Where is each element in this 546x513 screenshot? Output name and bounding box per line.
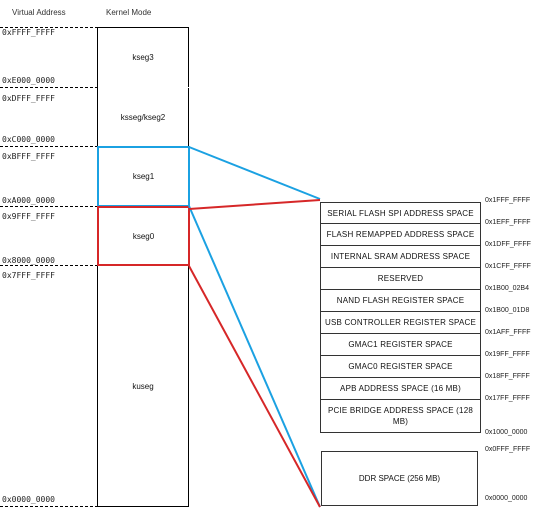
virtual-address-header: Virtual Address xyxy=(12,8,66,17)
paddr-label: 0x18FF_FFFF xyxy=(485,373,530,380)
paddr-label: 0x1EFF_FFFF xyxy=(485,219,531,226)
vaddr-label: 0x0000_0000 xyxy=(2,495,55,504)
vaddr-label: 0xC000_0000 xyxy=(2,135,55,144)
boundary-dashed-line xyxy=(0,27,98,28)
boundary-dashed-line xyxy=(0,87,98,88)
vaddr-label: 0xBFFF_FFFF xyxy=(2,152,55,161)
segment-kseg0: kseg0 xyxy=(97,206,190,266)
vaddr-label: 0xE000_0000 xyxy=(2,76,55,85)
boundary-dashed-line xyxy=(0,265,98,266)
paddr-label: 0x17FF_FFFF xyxy=(485,395,530,402)
pmem-flash-remapped: FLASH REMAPPED ADDRESS SPACE xyxy=(320,224,481,246)
pmem-apb-address-space: APB ADDRESS SPACE (16 MB) xyxy=(320,378,481,400)
segment-column-top xyxy=(97,27,189,28)
kseg0-map-top-line xyxy=(188,199,321,210)
paddr-label: 0x19FF_FFFF xyxy=(485,351,530,358)
pmem-serial-flash-spi: SERIAL FLASH SPI ADDRESS SPACE xyxy=(320,202,481,224)
pmem-pcie-bridge-address-space: PCIE BRIDGE ADDRESS SPACE (128 MB) xyxy=(320,400,481,433)
kseg1-map-top-line xyxy=(188,146,321,200)
paddr-label: 0x1B00_02B4 xyxy=(485,285,529,292)
paddr-label: 0x1AFF_FFFF xyxy=(485,329,531,336)
pmem-nand-flash-register: NAND FLASH REGISTER SPACE xyxy=(320,290,481,312)
pmem-reserved: RESERVED xyxy=(320,268,481,290)
paddr-label: 0x1DFF_FFFF xyxy=(485,241,531,248)
paddr-label: 0x1CFF_FFFF xyxy=(485,263,531,270)
pmem-usb-controller-register: USB CONTROLLER REGISTER SPACE xyxy=(320,312,481,334)
paddr-label: 0x0FFF_FFFF xyxy=(485,446,531,453)
paddr-label: 0x1000_0000 xyxy=(485,429,528,436)
vaddr-label: 0x7FFF_FFFF xyxy=(2,271,55,280)
kernel-mode-header: Kernel Mode xyxy=(106,8,152,17)
vaddr-label: 0xDFFF_FFFF xyxy=(2,94,55,103)
boundary-dashed-line xyxy=(0,206,98,207)
pmem-gmac1-register: GMAC1 REGISTER SPACE xyxy=(320,334,481,356)
pmem-internal-sram: INTERNAL SRAM ADDRESS SPACE xyxy=(320,246,481,268)
segment-kuseg: kuseg xyxy=(97,266,189,506)
vaddr-label: 0x8000_0000 xyxy=(2,256,55,265)
paddr-label: 0x1FFF_FFFF xyxy=(485,197,531,204)
vaddr-label: 0xA000_0000 xyxy=(2,196,55,205)
pmem-ddr-space: DDR SPACE (256 MB) xyxy=(321,451,478,506)
segment-kseg2: ksseg/kseg2 xyxy=(97,88,189,146)
vaddr-label: 0x9FFF_FFFF xyxy=(2,212,55,221)
segment-column-bottom xyxy=(97,506,189,507)
paddr-label: 0x1B00_01D8 xyxy=(485,307,530,314)
vaddr-label: 0xFFFF_FFFF xyxy=(2,28,55,37)
pmem-gmac0-register: GMAC0 REGISTER SPACE xyxy=(320,356,481,378)
kseg1-map-bottom-line xyxy=(188,205,321,508)
paddr-label: 0x0000_0000 xyxy=(485,495,528,502)
segment-kseg3: kseg3 xyxy=(97,28,189,87)
kseg0-map-bottom-line xyxy=(188,265,321,508)
boundary-dashed-line xyxy=(0,506,98,507)
boundary-dashed-line xyxy=(0,146,98,147)
